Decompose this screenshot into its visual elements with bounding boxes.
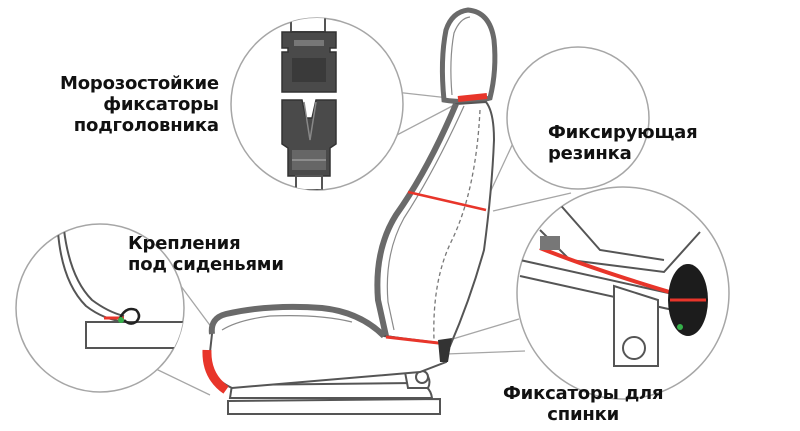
label-backrest-clips: Фиксаторы для спинки [503, 383, 664, 425]
backrest-stitch [433, 109, 481, 341]
label-line: подголовника [73, 115, 219, 136]
buckle-clip-icon [281, 18, 337, 190]
car-seat [202, 7, 498, 415]
red-markers [202, 93, 488, 394]
label-line: Фиксаторы для [503, 383, 664, 404]
label-line: спинки [547, 404, 620, 425]
label-seat-mounts: Крепления под сиденьями [128, 233, 284, 275]
zoom-seat-mounts [15, 223, 185, 393]
label-headrest-clips: Морозостойкие фиксаторы подголовника [60, 73, 219, 136]
label-elastic-band: Фиксирующая резинка [548, 122, 698, 164]
label-line: Крепления [128, 233, 241, 254]
backrest-clip [438, 338, 452, 362]
zoom-backrest-clips [516, 186, 730, 400]
label-line: под сиденьями [128, 254, 284, 275]
hook-icon [118, 307, 141, 325]
label-line: резинка [548, 143, 632, 164]
headrest [439, 7, 498, 105]
label-line: Морозостойкие [60, 73, 219, 94]
zoom-elastic-band [506, 46, 650, 190]
toggle-button-icon [668, 264, 708, 336]
label-line: Фиксирующая [548, 122, 698, 143]
label-line: фиксаторы [103, 94, 219, 115]
zoom-headrest-clips [230, 17, 404, 191]
